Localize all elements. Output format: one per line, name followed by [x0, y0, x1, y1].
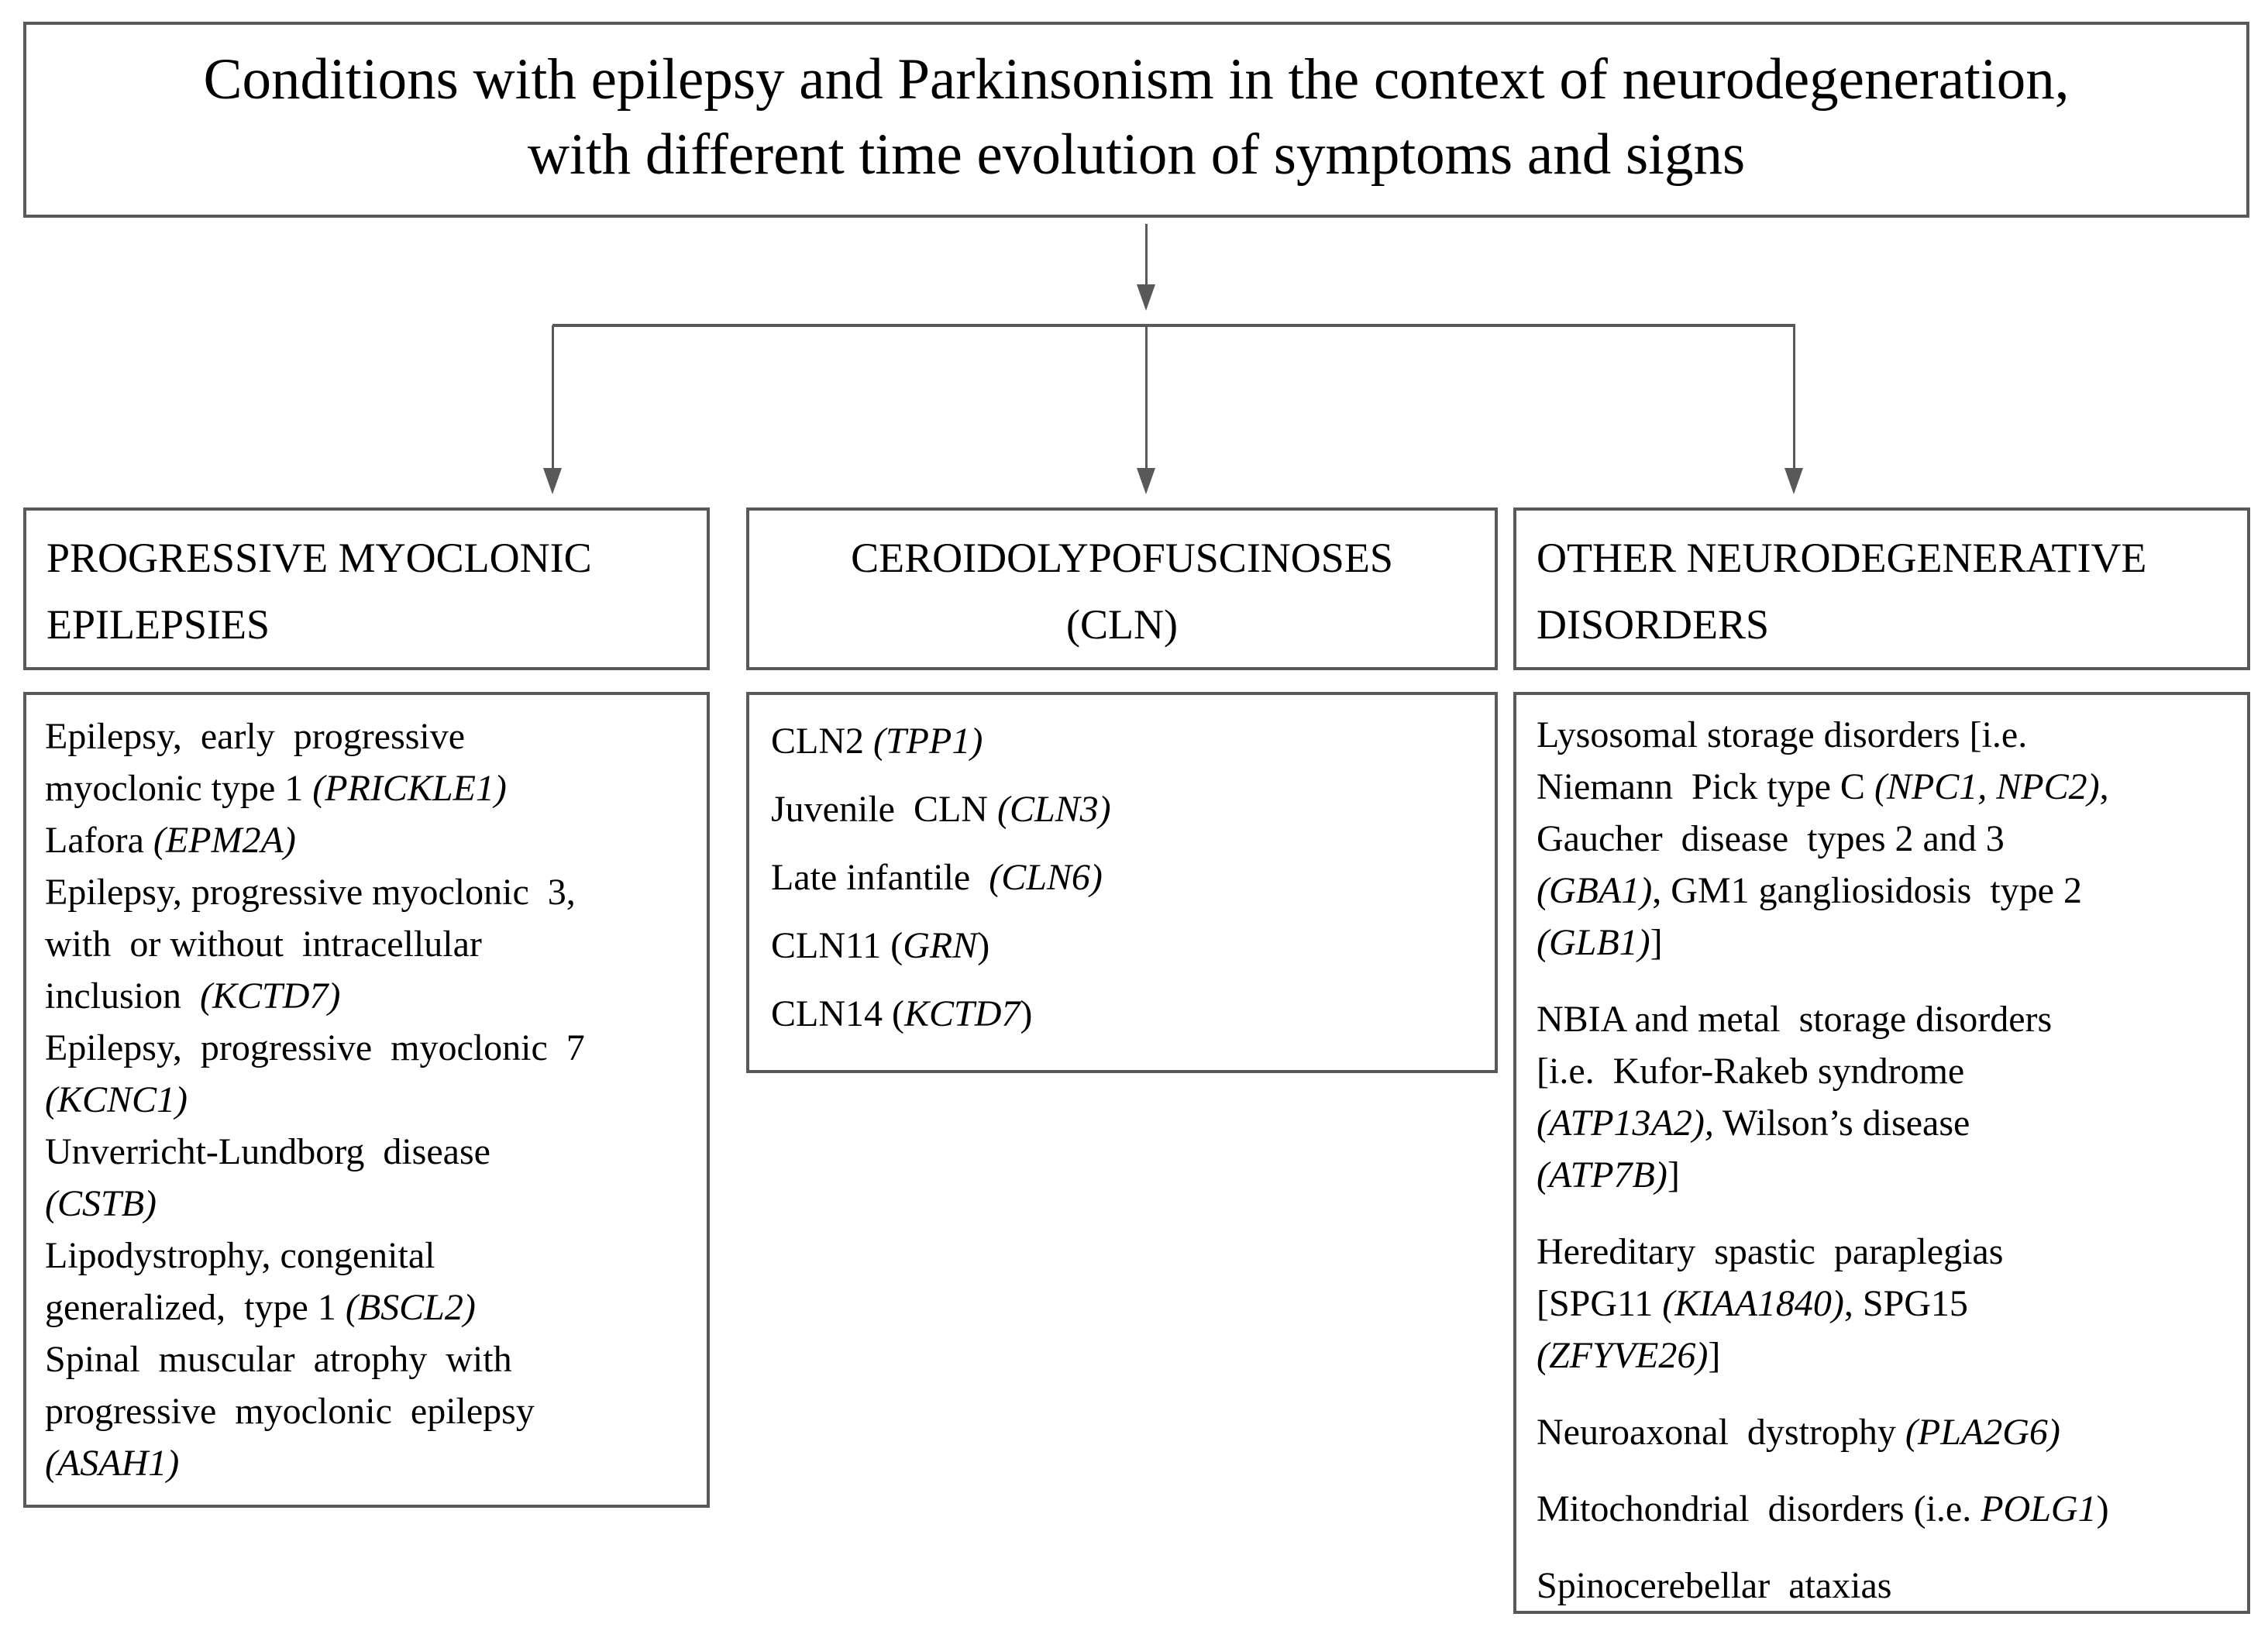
- entry-text: ]: [1708, 1335, 1721, 1376]
- list-item: Neuroaxonal dystrophy (PLA2G6): [1537, 1406, 2241, 1458]
- entry-text: Juvenile CLN: [771, 789, 997, 830]
- entry-text: , GM1 gangliosidosis type 2: [1652, 870, 2082, 911]
- title-box: Conditions with epilepsy and Parkinsonis…: [23, 22, 2249, 218]
- entry-text: CLN2: [771, 721, 873, 762]
- column-header-other-neurodegenerative: OTHER NEURODEGENERATIVE DISORDERS: [1513, 507, 2250, 670]
- gene-symbol: (ATP7B): [1537, 1154, 1667, 1196]
- connector-stem-left: [552, 325, 554, 470]
- entry-text: CLN14 (: [771, 993, 904, 1034]
- down-arrow-icon: [543, 468, 562, 494]
- connector-stem-title: [1145, 224, 1148, 286]
- gene-symbol: (BSCL2): [345, 1287, 476, 1328]
- entry-text: Spinocerebellar ataxias: [1537, 1565, 1892, 1606]
- connector-branch-line: [552, 324, 1795, 327]
- gene-symbol: (ZFYVE26): [1537, 1335, 1709, 1376]
- gene-symbol: (KCNC1): [45, 1079, 188, 1120]
- entry-text: ): [977, 925, 990, 966]
- entry-text: Late infantile: [771, 857, 989, 898]
- entry-text: Spinal muscular atrophy with progressive…: [45, 1339, 535, 1432]
- column-body-progressive-myoclonic-epilepsies: Epilepsy, early progressive myoclonic ty…: [23, 692, 710, 1508]
- gene-symbol: (GBA1): [1537, 870, 1653, 911]
- entry-text: Epilepsy, progressive myoclonic 3, with …: [45, 872, 576, 1017]
- gene-symbol: POLG1: [1981, 1488, 2097, 1529]
- column-body-ceroidolypofuscinoses: CLN2 (TPP1)Juvenile CLN (CLN3)Late infan…: [746, 692, 1498, 1073]
- entry-text: Neuroaxonal dystrophy: [1537, 1412, 1905, 1453]
- entry-text: Lysosomal storage disorders [i.e. Nieman…: [1537, 714, 2028, 807]
- entry-text: NBIA and metal storage disorders [i.e. K…: [1537, 999, 2053, 1092]
- connector-stem-center: [1145, 325, 1148, 470]
- list-item: Epilepsy, progressive myoclonic 7 (KCNC1…: [45, 1022, 700, 1126]
- list-item: Lafora (EPM2A): [45, 814, 700, 866]
- entry-text: , Gaucher disease types 2 and 3: [1537, 766, 2109, 859]
- gene-symbol: (ASAH1): [45, 1443, 180, 1484]
- gene-symbol: (KIAA1840): [1662, 1283, 1844, 1324]
- gene-symbol: (CLN6): [989, 857, 1103, 898]
- gene-symbol: (KCTD7): [200, 975, 341, 1017]
- gene-symbol: (EPM2A): [153, 820, 296, 861]
- column-header-ceroidolypofuscinoses: CEROIDOLYPOFUSCINOSES (CLN): [746, 507, 1498, 670]
- entry-text: ): [2096, 1488, 2109, 1529]
- entry-text: , SPG15: [1843, 1283, 1968, 1324]
- list-item: Lipodystrophy, congenital generalized, t…: [45, 1230, 700, 1333]
- column-body-other-neurodegenerative: Lysosomal storage disorders [i.e. Nieman…: [1513, 692, 2250, 1614]
- entry-text: Epilepsy, early progressive myoclonic ty…: [45, 716, 466, 809]
- entry-text: ): [1020, 993, 1033, 1034]
- entry-text: ]: [1667, 1154, 1680, 1196]
- entry-text: Wilson’s disease: [1722, 1103, 1970, 1144]
- entry-text: Lafora: [45, 820, 153, 861]
- down-arrow-icon: [1784, 468, 1803, 494]
- list-item: CLN14 (KCTD7): [771, 980, 1487, 1048]
- connector-stem-right: [1793, 325, 1795, 470]
- list-item: Mitochondrial disorders (i.e. POLG1): [1537, 1483, 2241, 1535]
- gene-symbol: KCTD7: [903, 993, 1020, 1034]
- gene-symbol: (CSTB): [45, 1183, 157, 1224]
- gene-symbol: (NPC1, NPC2): [1874, 766, 2100, 807]
- list-item: NBIA and metal storage disorders [i.e. K…: [1537, 993, 2241, 1201]
- list-item: Lysosomal storage disorders [i.e. Nieman…: [1537, 709, 2241, 969]
- list-item: Late infantile (CLN6): [771, 844, 1487, 912]
- down-arrow-icon: [1137, 468, 1155, 494]
- down-arrow-icon: [1137, 284, 1155, 311]
- entry-text: Mitochondrial disorders (i.e.: [1537, 1488, 1981, 1529]
- list-item: Epilepsy, early progressive myoclonic ty…: [45, 710, 700, 814]
- list-item: Juvenile CLN (CLN3): [771, 776, 1487, 844]
- gene-symbol: (PLA2G6): [1905, 1412, 2060, 1453]
- entry-text: ]: [1650, 922, 1663, 963]
- list-item: Spinal muscular atrophy with progressive…: [45, 1333, 700, 1489]
- list-item: Spinocerebellar ataxias: [1537, 1560, 2241, 1612]
- list-item: CLN11 (GRN): [771, 912, 1487, 980]
- gene-symbol: (GLB1): [1537, 922, 1650, 963]
- list-item: CLN2 (TPP1): [771, 707, 1487, 776]
- flowchart-title: Conditions with epilepsy and Parkinsonis…: [203, 47, 2070, 187]
- entry-text: Epilepsy, progressive myoclonic 7: [45, 1027, 585, 1068]
- entry-text: CLN11 (: [771, 925, 903, 966]
- gene-symbol: (PRICKLE1): [312, 768, 507, 809]
- gene-symbol: GRN: [903, 925, 978, 966]
- entry-text: Unverricht-Lundborg disease: [45, 1131, 490, 1172]
- list-item: Hereditary spastic paraplegias [SPG11 (K…: [1537, 1226, 2241, 1381]
- column-header-progressive-myoclonic-epilepsies: PROGRESSIVE MYOCLONIC EPILEPSIES: [23, 507, 710, 670]
- gene-symbol: (ATP13A2),: [1537, 1103, 1714, 1144]
- list-item: Unverricht-Lundborg disease (CSTB): [45, 1126, 700, 1230]
- gene-symbol: (TPP1): [873, 721, 983, 762]
- gene-symbol: (CLN3): [996, 789, 1111, 830]
- list-item: Epilepsy, progressive myoclonic 3, with …: [45, 866, 700, 1022]
- entry-text: Lipodystrophy, congenital generalized, t…: [45, 1235, 435, 1328]
- entry-text: Hereditary spastic paraplegias [SPG11: [1537, 1231, 2004, 1324]
